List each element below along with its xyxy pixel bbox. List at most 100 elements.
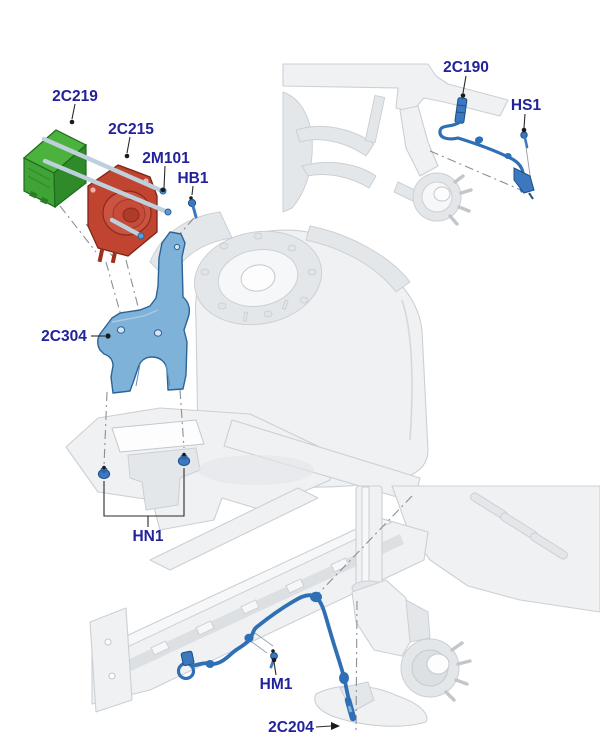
- leader-line: [523, 113, 526, 129]
- frame-rail: [89, 517, 429, 713]
- hcu-motor-hub: [122, 207, 140, 223]
- wheel-studs: [444, 641, 472, 702]
- harness-connector: [180, 650, 195, 667]
- bolt-shaft: [41, 136, 163, 193]
- hydraulic-unit-2c215: [87, 164, 158, 264]
- bolt-tip: [164, 208, 172, 216]
- hcu-pin: [110, 251, 117, 264]
- hb1-tip: [189, 196, 193, 200]
- bracket-2c304: [97, 231, 191, 394]
- caliper-boss: [405, 599, 431, 643]
- callout-hm1: HM1: [260, 657, 293, 693]
- steering-knuckle: [399, 105, 439, 177]
- abs-module-2c219: [22, 129, 88, 209]
- frame-rail-cutouts: [150, 557, 350, 656]
- leader-dot: [521, 127, 527, 133]
- hn1-bracket-lines: [103, 468, 185, 527]
- projection-line: [317, 495, 413, 595]
- rear-speed-sensor-2c204: [176, 591, 357, 722]
- front-mounting-scene: [22, 129, 429, 531]
- end-plate-hole: [104, 638, 112, 646]
- wheel-studs: [448, 174, 473, 226]
- leader-line: [191, 185, 194, 196]
- flange-nut: [177, 452, 191, 467]
- harness-clip: [504, 153, 512, 159]
- housing-right-shade: [401, 299, 413, 441]
- label-2c204: 2C204: [268, 719, 314, 736]
- module-rib-lines: [27, 167, 51, 189]
- module-connector-tab: [40, 196, 49, 205]
- strut-highlight: [361, 486, 370, 586]
- hm1-leader-line: [248, 639, 268, 654]
- hm1-tip: [271, 649, 275, 653]
- callout-hb1: HB1: [177, 170, 209, 196]
- nut-cap: [182, 452, 186, 457]
- callout-2m101: 2M101: [142, 150, 190, 193]
- connector-ribs: [455, 104, 467, 114]
- label-hm1: HM1: [260, 676, 293, 693]
- section-line: [429, 150, 536, 197]
- sensor-head: [513, 167, 535, 194]
- label-hn1: HN1: [132, 528, 163, 545]
- fender-apron: [65, 407, 421, 531]
- bolt-shaft: [42, 158, 168, 214]
- tower-shadow: [198, 455, 314, 485]
- projection-line: [355, 600, 358, 734]
- bolt-tip: [137, 232, 145, 240]
- screw-hs1: [520, 131, 529, 149]
- leader-dot: [160, 187, 166, 193]
- leader-dot: [69, 119, 75, 125]
- hcu-flange-hole: [90, 187, 96, 193]
- sensor-tip: [528, 192, 534, 200]
- hs1-shaft: [523, 136, 529, 149]
- harness-clip: [205, 660, 215, 668]
- rear-sensor-scene: [89, 485, 600, 734]
- leader-line: [163, 165, 166, 189]
- tower-center-hole: [240, 264, 276, 292]
- rear-knuckle: [351, 579, 417, 657]
- end-plate-hole: [108, 672, 116, 680]
- harness-clip: [244, 633, 254, 643]
- rear-hub-face: [426, 653, 450, 675]
- bracket-hole: [173, 243, 181, 251]
- hm1-leader-line: [254, 632, 274, 647]
- front-hub-assembly: [412, 172, 473, 226]
- inset-body-rail: [282, 63, 509, 117]
- callout-hn1: HN1: [103, 468, 185, 545]
- hub-face: [433, 186, 451, 202]
- leader-line: [273, 661, 277, 676]
- label-2c190: 2C190: [443, 59, 489, 76]
- leader-line: [71, 103, 76, 120]
- callouts: 2C219 2C215 2M101 HB1 2C190 HS1: [41, 59, 541, 736]
- harness-clip: [339, 672, 349, 684]
- label-2c215: 2C215: [108, 121, 154, 138]
- leader-dot: [124, 153, 130, 159]
- module-connector-tab: [29, 190, 38, 199]
- upper-control-arm: [295, 125, 375, 157]
- harness-grommet: [310, 591, 322, 603]
- bolt-hb1: [187, 196, 198, 219]
- lower-control-arm: [301, 161, 377, 189]
- callout-hs1: HS1: [511, 97, 541, 133]
- flange-nut: [97, 465, 111, 480]
- strut-tower-top-plate: [193, 230, 323, 326]
- frame-rail-end-plate: [89, 607, 133, 713]
- tower-bolt-holes: [200, 232, 317, 322]
- hb1-shaft: [191, 204, 198, 219]
- label-2m101: 2M101: [142, 150, 190, 167]
- panel-slot: [530, 532, 568, 560]
- sensor-band: [347, 705, 353, 713]
- leader-line: [126, 136, 131, 154]
- mounting-bolts-2m101: [41, 136, 172, 240]
- apron-opening: [111, 419, 205, 453]
- nut-dome: [180, 454, 188, 460]
- callout-2c204: 2C204: [268, 719, 340, 736]
- callout-2c219: 2C219: [52, 88, 98, 125]
- housing-right-lip: [305, 225, 411, 293]
- crossmember-beam: [149, 487, 319, 571]
- rear-sensor-harness: [190, 593, 355, 719]
- label-hb1: HB1: [177, 170, 208, 187]
- hcu-pin: [97, 248, 105, 263]
- bracket-ridge: [111, 309, 159, 323]
